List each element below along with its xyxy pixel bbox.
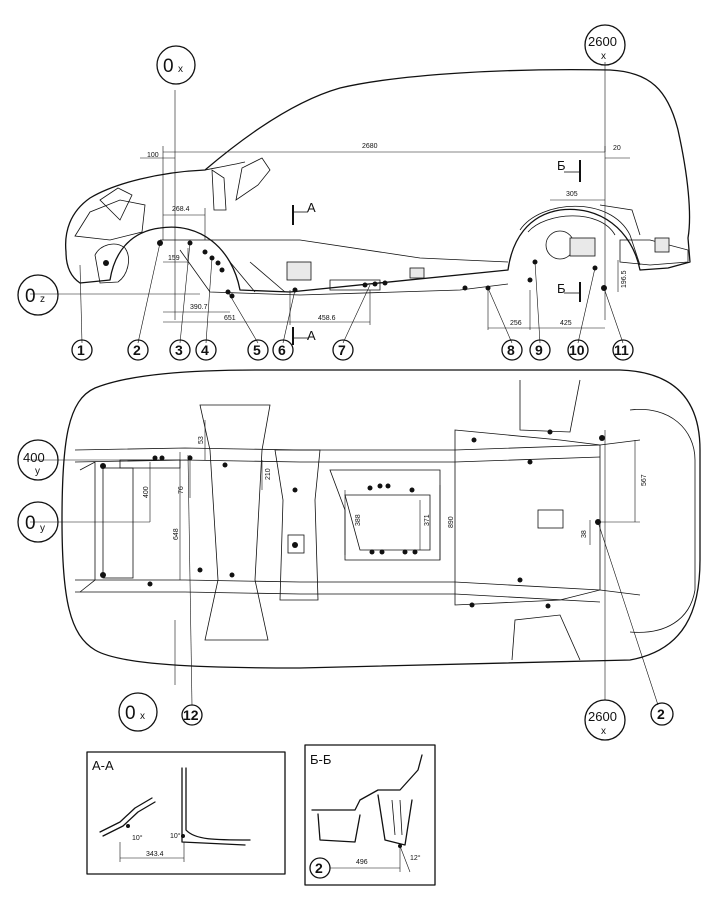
dim-425: 425 — [560, 320, 572, 327]
svg-text:2: 2 — [133, 342, 141, 358]
plan-measure-points — [100, 429, 605, 609]
svg-text:9: 9 — [535, 342, 543, 358]
section-b-bottom-label: Б — [557, 281, 566, 296]
datum-2600x-top: 2600 x — [584, 24, 626, 66]
svg-text:12: 12 — [183, 707, 199, 723]
dim-20: 20 — [613, 145, 621, 152]
svg-text:0: 0 — [125, 703, 136, 724]
dim-53: 53 — [198, 436, 205, 444]
svg-text:6: 6 — [278, 342, 286, 358]
dim-159: 159 — [168, 255, 180, 262]
svg-text:5: 5 — [253, 342, 261, 358]
svg-text:1: 1 — [77, 342, 85, 358]
svg-text:0: 0 — [163, 56, 174, 77]
callouts: 1 2 3 4 5 6 7 8 9 10 11 12 2 — [71, 242, 674, 726]
dim-648: 648 — [173, 528, 180, 540]
section-aa-dim: 343.4 — [146, 851, 164, 858]
datum-oy: 0 y — [17, 501, 59, 543]
section-bb-dim: 496 — [356, 859, 368, 866]
svg-text:11: 11 — [614, 342, 629, 358]
dim-210: 210 — [265, 468, 272, 480]
plan-view: 53 76 400 648 210 388 371 890 567 38 — [30, 369, 701, 700]
callout-2: 2 — [127, 242, 161, 361]
dim-400: 400 — [143, 486, 150, 498]
svg-text:0: 0 — [25, 513, 36, 534]
section-bb-title: Б-Б — [310, 752, 331, 767]
section-aa-angle1: 10° — [132, 834, 143, 842]
callout-7: 7 — [332, 284, 371, 361]
dim-388: 388 — [355, 514, 362, 526]
plan-body-outline — [61, 369, 701, 669]
svg-text:400: 400 — [23, 450, 45, 465]
svg-text:x: x — [140, 711, 145, 722]
callout-5: 5 — [227, 291, 269, 361]
svg-text:y: y — [35, 466, 40, 477]
side-body-outline — [64, 68, 691, 293]
dim-76: 76 — [178, 486, 185, 494]
svg-text:2600: 2600 — [588, 34, 617, 49]
callout-6: 6 — [272, 289, 296, 361]
svg-text:x: x — [601, 726, 606, 737]
svg-text:10: 10 — [569, 342, 585, 358]
dim-890: 890 — [448, 516, 455, 528]
section-aa-angle2: 10° — [170, 832, 181, 840]
svg-text:8: 8 — [507, 342, 515, 358]
svg-text:3: 3 — [175, 342, 183, 358]
svg-text:x: x — [178, 64, 183, 75]
callout-2-bottom: 2 — [597, 521, 674, 726]
dim-38: 38 — [581, 530, 588, 538]
section-bb-panel: Б-Б 2 496 12° — [304, 744, 436, 886]
dim-256: 256 — [510, 320, 522, 327]
svg-text:x: x — [601, 51, 606, 62]
section-bb-angle: 12° — [410, 854, 421, 862]
section-bb-callout: 2 — [315, 860, 323, 876]
datum-2600x-bottom: 2600 x — [584, 699, 626, 741]
datum-ox-top: 0 x — [156, 45, 196, 85]
callout-3: 3 — [169, 242, 191, 361]
dim-100: 100 — [147, 152, 159, 159]
svg-text:y: y — [40, 523, 45, 534]
dim-371: 371 — [424, 514, 431, 526]
callout-10: 10 — [567, 267, 596, 361]
datum-oz: 0 z — [17, 274, 59, 316]
svg-text:7: 7 — [338, 342, 346, 358]
dim-2680: 2680 — [362, 143, 378, 150]
callout-8: 8 — [487, 287, 523, 361]
callout-11: 11 — [603, 287, 634, 361]
section-aa-title: А-А — [92, 758, 114, 773]
callout-12: 12 — [181, 454, 203, 726]
callout-9: 9 — [529, 261, 551, 361]
dim-390-7: 390.7 — [190, 304, 208, 311]
svg-text:2600: 2600 — [588, 709, 617, 724]
dim-458-6: 458.6 — [318, 315, 336, 322]
side-view: 100 2680 20 268.4 305 159 390.7 651 458.… — [30, 62, 691, 345]
datum-ox-bottom: 0 x — [118, 692, 158, 732]
section-a-top-label: А — [307, 200, 316, 215]
dim-268-4: 268.4 — [172, 206, 190, 213]
dim-567: 567 — [641, 474, 648, 486]
section-a-bottom-label: А — [307, 328, 316, 343]
svg-text:4: 4 — [201, 342, 209, 358]
section-aa-panel: А-А 10° 10° 343.4 — [86, 751, 286, 875]
svg-text:z: z — [40, 294, 45, 305]
dim-196-5: 196.5 — [621, 270, 628, 288]
callout-1: 1 — [71, 264, 93, 361]
callout-4: 4 — [195, 257, 217, 361]
section-b-top-label: Б — [557, 158, 566, 173]
svg-text:0: 0 — [25, 286, 36, 307]
dim-651: 651 — [224, 315, 236, 322]
datum-400y: 400 y — [17, 439, 59, 481]
dim-305: 305 — [566, 191, 578, 198]
svg-text:2: 2 — [657, 706, 665, 722]
